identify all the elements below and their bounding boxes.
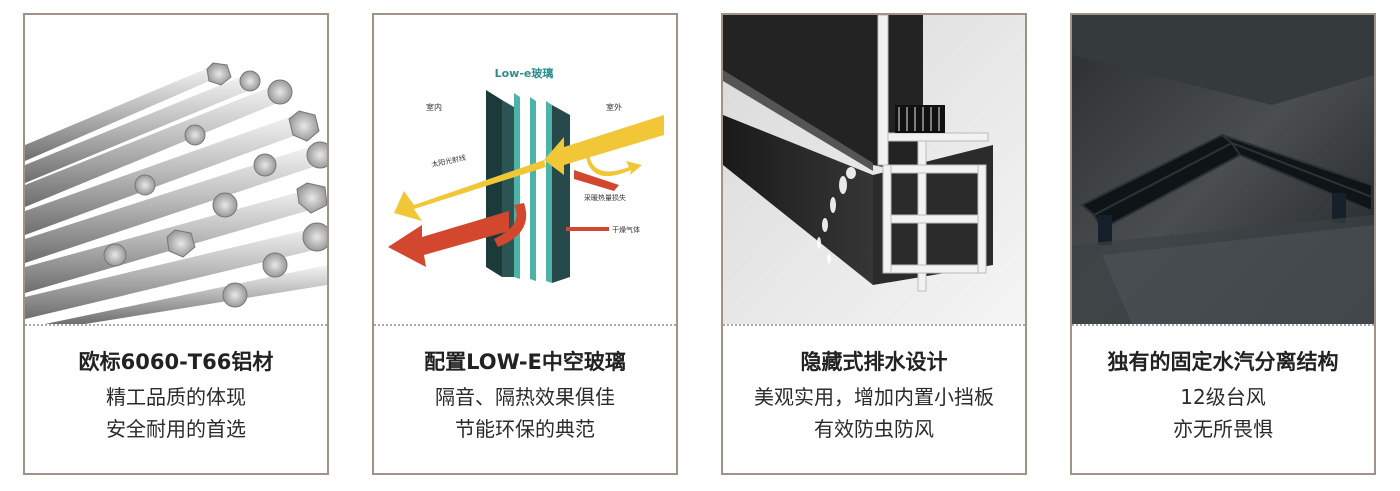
feature-card-lowe-glass: Low-e玻璃 室内 室外 太阳光射线 采暖热量损失 <box>372 13 678 475</box>
card-line-1: 12级台风 <box>1180 385 1266 409</box>
card-divider <box>25 324 327 326</box>
seal-structure-image <box>1072 15 1374 324</box>
diagram-heat-loss: 采暖热量损失 <box>584 193 626 202</box>
card-line-1: 美观实用，增加内置小挡板 <box>754 385 994 409</box>
aluminum-bars-image <box>25 15 327 324</box>
card-text: 配置LOW-E中空玻璃 隔音、隔热效果俱佳 节能环保的典范 <box>374 347 676 445</box>
lowe-glass-icon: Low-e玻璃 室内 室外 太阳光射线 采暖热量损失 <box>374 15 676 324</box>
card-line-2: 有效防虫防风 <box>814 417 934 441</box>
card-line-1: 隔音、隔热效果俱佳 <box>435 385 615 409</box>
feature-card-seal: 独有的固定水汽分离结构 12级台风 亦无所畏惧 <box>1070 13 1376 475</box>
card-title: 配置LOW-E中空玻璃 <box>424 350 626 374</box>
lowe-glass-diagram: Low-e玻璃 室内 室外 太阳光射线 采暖热量损失 <box>374 15 676 324</box>
card-text: 隐藏式排水设计 美观实用，增加内置小挡板 有效防虫防风 <box>723 347 1025 445</box>
feature-card-aluminum: 欧标6060-T66铝材 精工品质的体现 安全耐用的首选 <box>23 13 329 475</box>
drainage-profile-icon <box>723 15 1025 324</box>
diagram-heading: Low-e玻璃 <box>495 66 554 80</box>
seal-structure-icon <box>1072 15 1374 324</box>
card-line-2: 安全耐用的首选 <box>106 417 246 441</box>
diagram-dry-gas: 干燥气体 <box>612 225 640 234</box>
card-divider <box>374 324 676 326</box>
card-title: 隐藏式排水设计 <box>800 350 948 374</box>
feature-card-drainage: 隐藏式排水设计 美观实用，增加内置小挡板 有效防虫防风 <box>721 13 1027 475</box>
card-line-1: 精工品质的体现 <box>106 385 246 409</box>
card-title: 独有的固定水汽分离结构 <box>1107 350 1339 374</box>
diagram-indoor: 室内 <box>426 102 442 112</box>
card-divider <box>1072 324 1374 326</box>
drainage-profile-image <box>723 15 1025 324</box>
diagram-outdoor: 室外 <box>606 102 622 112</box>
card-line-2: 亦无所畏惧 <box>1173 417 1273 441</box>
card-text: 欧标6060-T66铝材 精工品质的体现 安全耐用的首选 <box>25 347 327 445</box>
card-divider <box>723 324 1025 326</box>
aluminum-bars-icon <box>25 15 327 324</box>
card-title: 欧标6060-T66铝材 <box>78 350 274 374</box>
card-text: 独有的固定水汽分离结构 12级台风 亦无所畏惧 <box>1072 347 1374 445</box>
card-line-2: 节能环保的典范 <box>455 417 595 441</box>
